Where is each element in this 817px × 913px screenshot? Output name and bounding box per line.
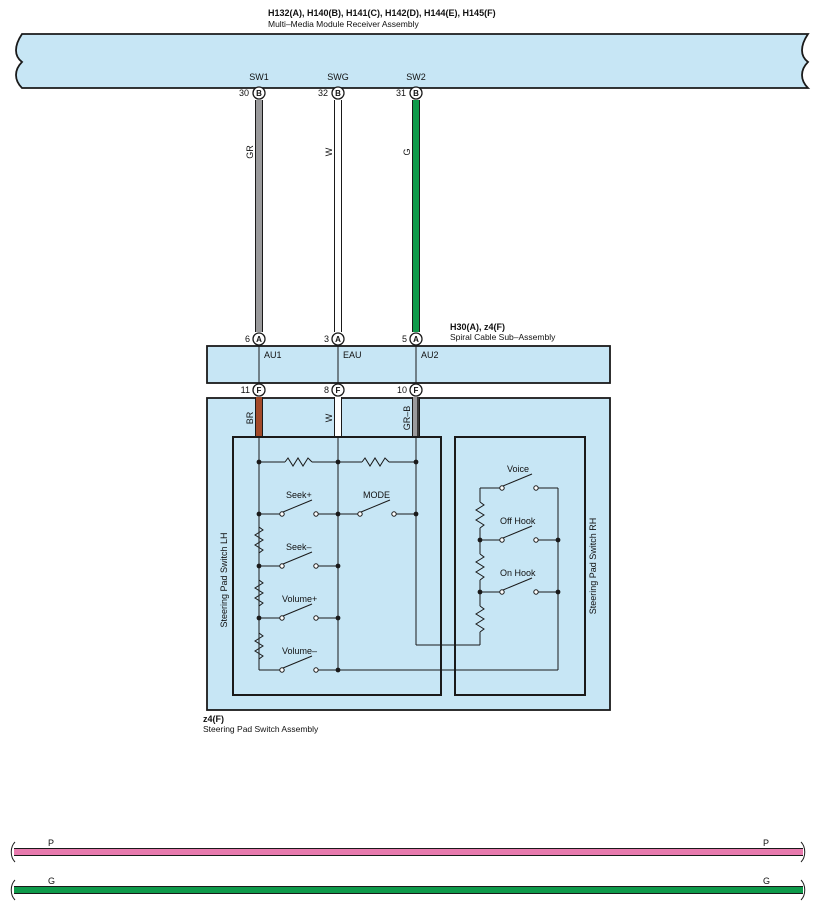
spiral-name: Spiral Cable Sub–Assembly bbox=[450, 332, 556, 342]
steering-pad-switch-assembly-box bbox=[206, 397, 611, 711]
connector-letter: B bbox=[335, 89, 341, 98]
wire-gr-b bbox=[412, 397, 420, 437]
pin-number-31: 31 bbox=[396, 88, 406, 98]
connector-letter: B bbox=[413, 89, 419, 98]
bus-label-g-left: G bbox=[48, 876, 55, 886]
connector-pin bbox=[331, 332, 345, 346]
switch-lh-box bbox=[232, 436, 442, 696]
terminal-sw2: SW2 bbox=[406, 72, 426, 82]
switch-label-off-hook: Off Hook bbox=[500, 516, 536, 526]
wire-label-gr: GR bbox=[245, 145, 255, 159]
bus-line-p bbox=[10, 841, 806, 863]
connector-pin bbox=[331, 383, 345, 397]
terminal-sw1: SW1 bbox=[249, 72, 269, 82]
switch-assembly-name: Steering Pad Switch Assembly bbox=[203, 724, 319, 734]
terminal-eau: EAU bbox=[343, 350, 362, 360]
bus-line-g bbox=[10, 879, 806, 901]
switch-label-seek-minus: Seek– bbox=[286, 542, 312, 552]
receiver-codes: H132(A), H140(B), H141(C), H142(D), H144… bbox=[268, 8, 496, 18]
connector-letter: F bbox=[414, 386, 419, 395]
bus-label-p-right: P bbox=[763, 838, 769, 848]
connector-pin bbox=[252, 383, 266, 397]
wire-label-g: G bbox=[402, 148, 412, 155]
connector-pin bbox=[252, 86, 266, 100]
pin-number-8: 8 bbox=[324, 385, 329, 395]
connector-letter: F bbox=[257, 386, 262, 395]
pin-number-11: 11 bbox=[241, 385, 250, 395]
switch-label-seek-plus: Seek+ bbox=[286, 490, 312, 500]
connector-pin bbox=[252, 332, 266, 346]
lh-circuit bbox=[254, 437, 558, 673]
spiral-cable-box bbox=[206, 345, 611, 384]
connector-pin bbox=[409, 86, 423, 100]
lh-label: Steering Pad Switch LH bbox=[219, 532, 229, 627]
rh-label: Steering Pad Switch RH bbox=[588, 518, 598, 615]
switch-label-on-hook: On Hook bbox=[500, 568, 536, 578]
bus-label-g-right: G bbox=[763, 876, 770, 886]
spiral-codes: H30(A), z4(F) bbox=[450, 322, 505, 332]
wire-label-w-lower: W bbox=[324, 413, 334, 422]
terminal-swg: SWG bbox=[327, 72, 349, 82]
switch-label-voice: Voice bbox=[507, 464, 529, 474]
wire-label-w: W bbox=[324, 147, 334, 156]
pin-number-10: 10 bbox=[397, 385, 407, 395]
connector-letter: F bbox=[336, 386, 341, 395]
receiver-name: Multi–Media Module Receiver Assembly bbox=[268, 19, 419, 29]
wire-label-gr-b: GR–B bbox=[402, 406, 412, 431]
connector-pin bbox=[409, 332, 423, 346]
wire-label-br: BR bbox=[245, 411, 255, 424]
switch-label-mode: MODE bbox=[363, 490, 390, 500]
pin-number-5: 5 bbox=[402, 334, 407, 344]
pin-number-3: 3 bbox=[324, 334, 329, 344]
pin-number-30: 30 bbox=[239, 88, 249, 98]
switch-label-volume-minus: Volume– bbox=[282, 646, 317, 656]
pin-number-32: 32 bbox=[318, 88, 328, 98]
terminal-au1: AU1 bbox=[264, 350, 282, 360]
connector-letter: B bbox=[256, 89, 262, 98]
connector-letter: A bbox=[256, 335, 262, 344]
connector-letter: A bbox=[335, 335, 341, 344]
connector-pin bbox=[331, 86, 345, 100]
switch-label-volume-plus: Volume+ bbox=[282, 594, 317, 604]
receiver-box bbox=[15, 33, 811, 89]
connector-letter: A bbox=[413, 335, 419, 344]
switch-assembly-code: z4(F) bbox=[203, 714, 224, 724]
bus-label-p-left: P bbox=[48, 838, 54, 848]
terminal-au2: AU2 bbox=[421, 350, 439, 360]
switch-rh-box bbox=[454, 436, 586, 696]
pin-number-6: 6 bbox=[245, 334, 250, 344]
rh-circuit bbox=[475, 473, 561, 670]
connector-pin bbox=[409, 383, 423, 397]
